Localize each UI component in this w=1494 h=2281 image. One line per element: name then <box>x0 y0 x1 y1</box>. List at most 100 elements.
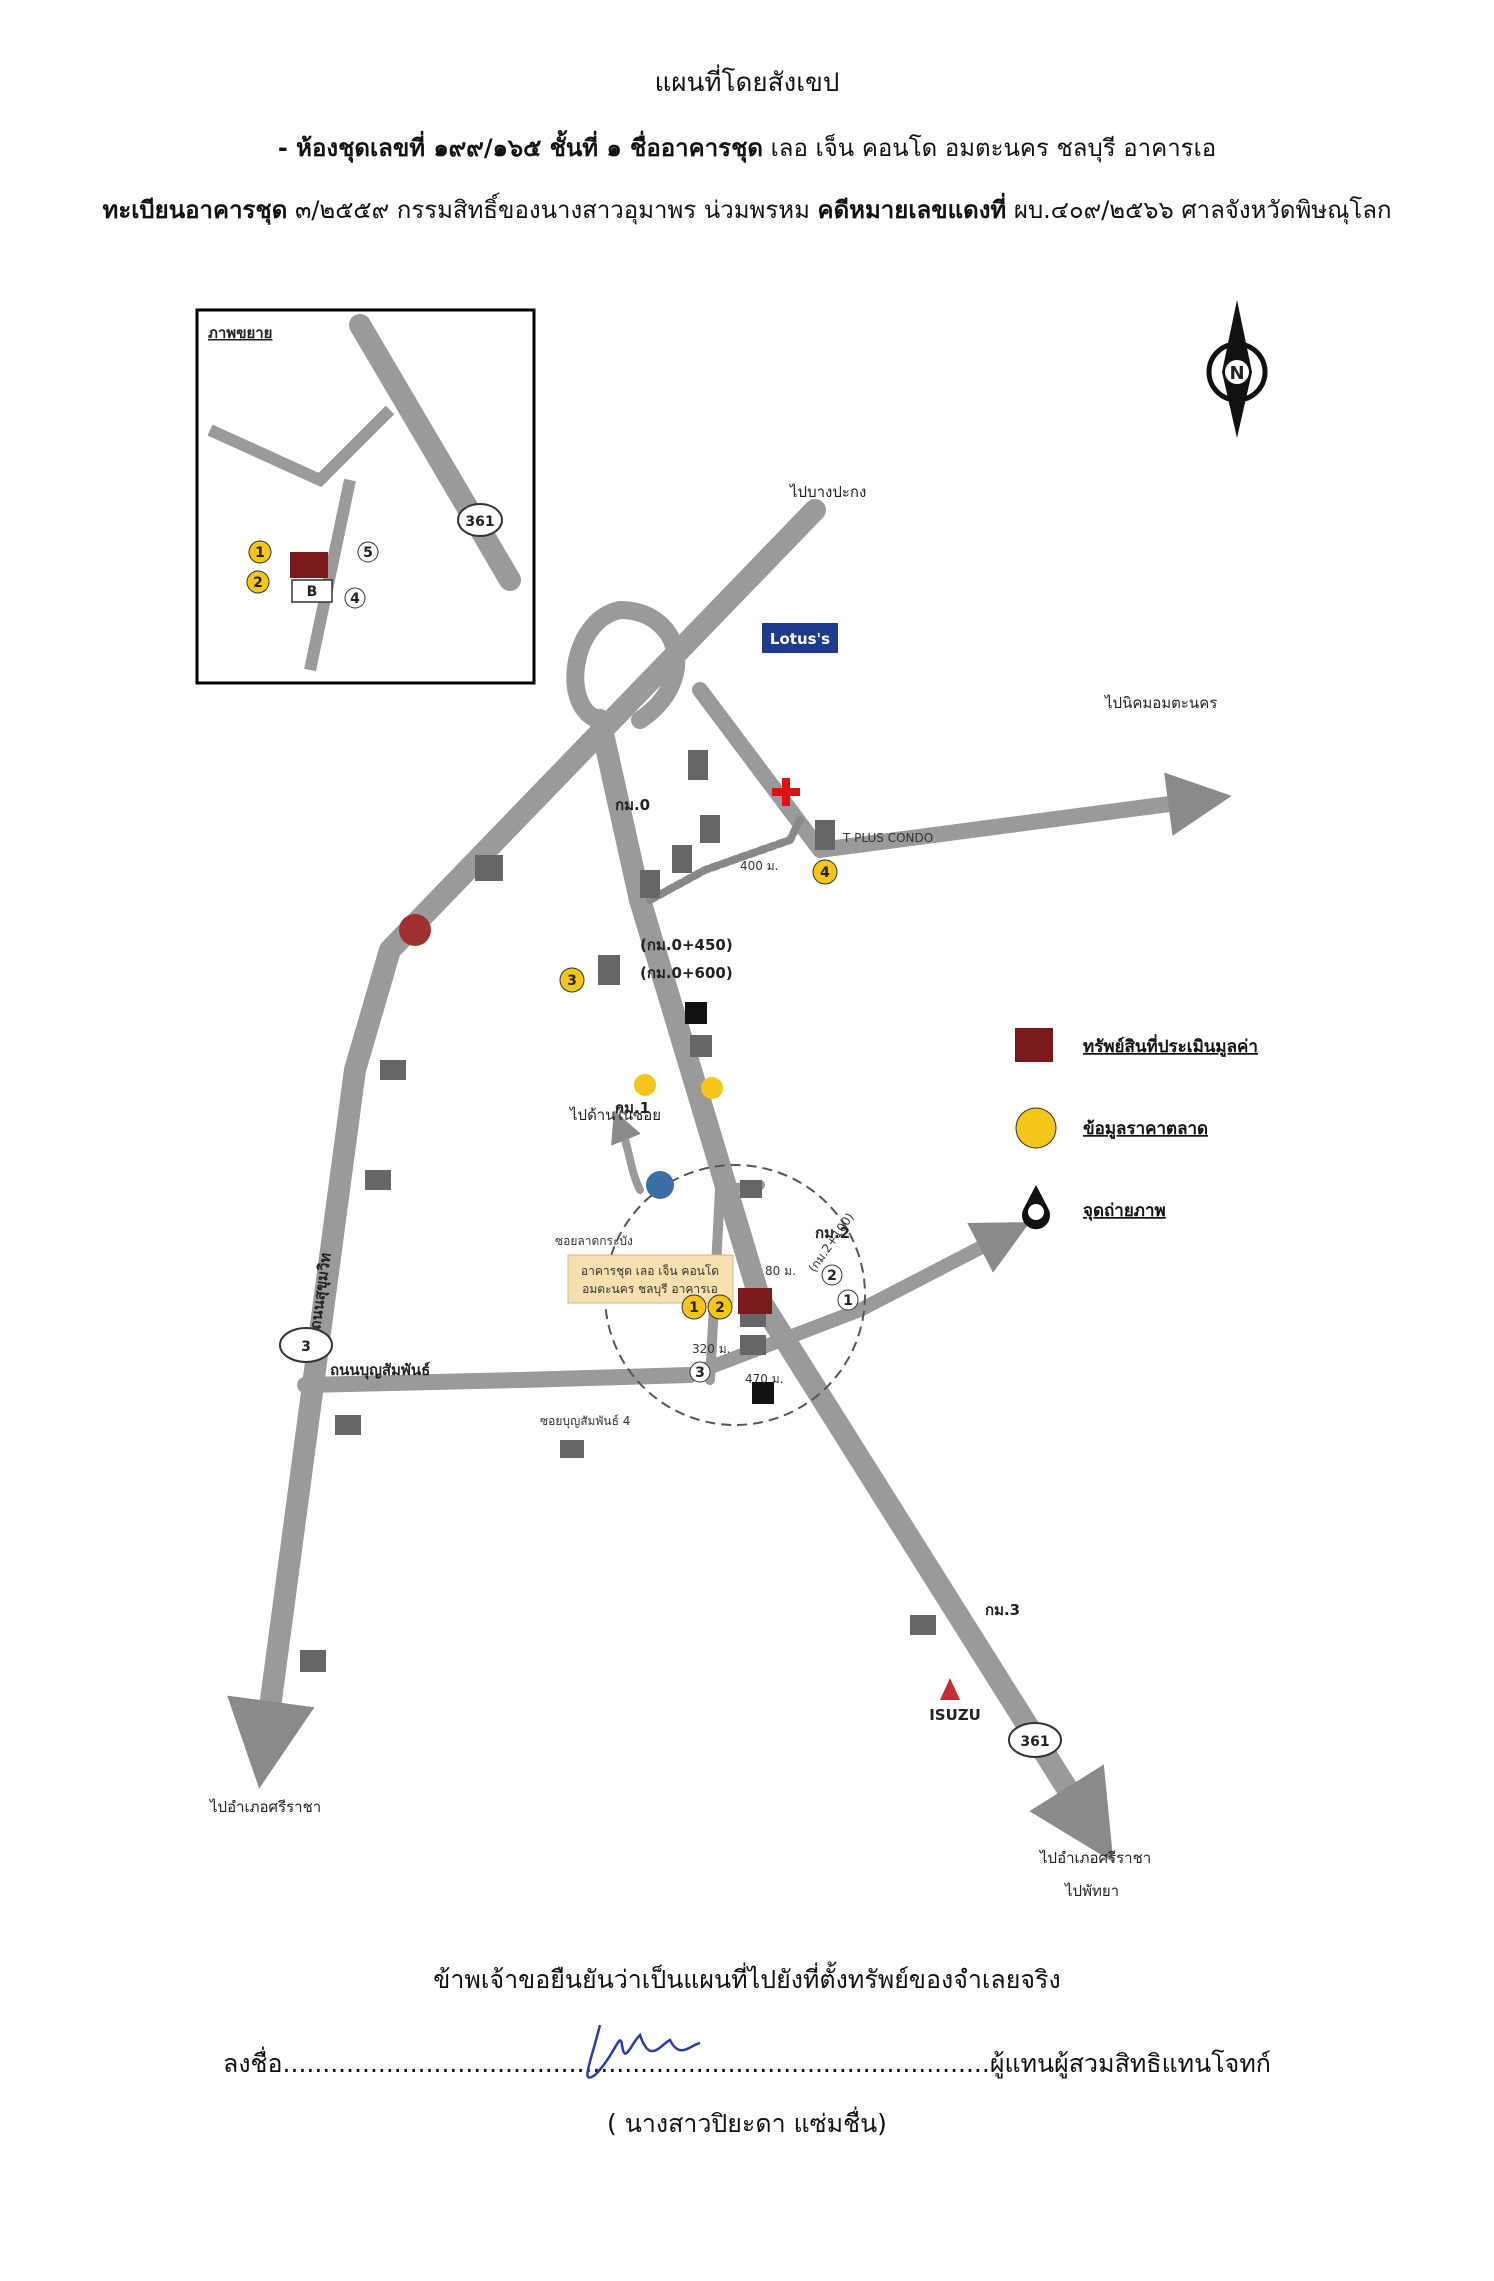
fuel-icon <box>685 1002 707 1024</box>
inset-photo-point-5 <box>357 541 379 563</box>
case-label: คดีหมายเลขแดงที่ <box>817 196 1007 224</box>
label-road-boonsamphan: ถนนบุญสัมพันธ์ <box>330 1361 430 1380</box>
inset-photo-point-4 <box>344 587 366 609</box>
signer-name: ( นางสาวปิยะดา แซ่มชื่น) <box>607 2109 887 2138</box>
inset-access-road <box>304 478 356 672</box>
legend-photo-label: จุดถ่ายภาพ <box>1083 1201 1166 1221</box>
sign-suffix: ผู้แทนผู้สวมสิทธิแทนโจทก์ <box>989 2049 1271 2078</box>
inset-soi <box>207 405 395 488</box>
signature-scribble <box>586 2024 701 2079</box>
photo-point-1 <box>837 1289 859 1311</box>
gas-station-icon <box>634 1074 656 1096</box>
case-number: ผบ.๔๐๙/๒๕๖๖ ศาลจังหวัดพิษณุโลก <box>1006 196 1392 224</box>
photo-point-2-label: 2 <box>827 1268 837 1284</box>
temple-icon <box>646 1171 674 1199</box>
legend-market-swatch <box>1015 1107 1057 1149</box>
inset-route-shield <box>457 503 503 537</box>
road-network <box>227 499 1232 1863</box>
condo-label-line-1: อาคารชุด เลอ เจ็น คอนโด <box>581 1263 719 1279</box>
inset-photo-5-label: 5 <box>363 545 373 561</box>
gas-station-icons <box>399 914 774 1404</box>
inset-highway <box>349 314 521 591</box>
building-icon <box>560 1440 584 1458</box>
inset-route-number: 361 <box>465 514 494 530</box>
legend-market-label: ข้อมูลราคาตลาด <box>1083 1119 1208 1140</box>
label-to-amata: ไปนิคมอมตะนคร <box>1104 694 1217 712</box>
photo-point-2 <box>821 1264 843 1286</box>
building-icon <box>380 1060 406 1080</box>
market-marker-1-label: 1 <box>689 1300 699 1316</box>
unit-number-label: - ห้องชุดเลขที่ ๑๙๙/๑๖๕ ชั้นที่ ๑ ชื่ออา… <box>277 134 763 162</box>
legend-property-swatch <box>1015 1028 1053 1062</box>
label-km0600: (กม.0+600) <box>640 964 733 982</box>
inset-market-marker-1 <box>248 540 272 564</box>
photo-point-3-label: 3 <box>695 1365 705 1381</box>
building-icon <box>335 1415 361 1435</box>
road-sukhumvit <box>227 499 826 1789</box>
building-icon <box>688 750 708 780</box>
building-icon <box>910 1615 936 1635</box>
label-soi-boonsamphan-4: ซอยบุญสัมพันธ์ 4 <box>540 1414 630 1429</box>
map-legend: ทรัพย์สินที่ประเมินมูลค่า ข้อมูลราคาตลาด… <box>1015 1028 1258 1230</box>
market-marker-2-label: 2 <box>715 1300 725 1316</box>
market-marker-2 <box>707 1294 733 1320</box>
label-km2: กม.2 <box>815 1224 850 1242</box>
sign-dots: ........................................… <box>282 2049 990 2078</box>
label-dist-320: 320 ม. <box>692 1342 730 1356</box>
building-icon <box>815 820 835 850</box>
road-to-amata <box>692 682 1232 858</box>
location-map: ภาพขยาย 361 B 1 2 5 4 N <box>195 300 1268 1900</box>
label-km3: กม.3 <box>985 1601 1020 1619</box>
market-marker-1 <box>681 1294 707 1320</box>
road-roundabout <box>566 601 686 729</box>
label-inner-soi: ไปด้านในซอย <box>569 1106 661 1124</box>
building-icon <box>598 955 620 985</box>
sign-prefix: ลงชื่อ <box>223 2049 283 2078</box>
inset-marker-2-label: 2 <box>253 575 263 591</box>
route-3-shield <box>279 1327 333 1363</box>
building-icon <box>690 1035 712 1057</box>
label-dist-80: 80 ม. <box>765 1264 796 1278</box>
label-km1: กม.1 <box>615 1099 650 1117</box>
registration-description: ทะเบียนอาคารชุด ๓/๒๕๕๙ กรรมสิทธิ์ของนางส… <box>0 190 1494 229</box>
lotus-label: Lotus's <box>770 630 830 648</box>
registration-label: ทะเบียนอาคารชุด <box>102 196 288 224</box>
compass-icon: N <box>1206 300 1268 438</box>
label-to-pattaya: ไปพัทยา <box>1064 1882 1119 1900</box>
hospital-icon <box>772 778 800 806</box>
market-marker-4-label: 4 <box>820 865 830 881</box>
condo-label-box <box>567 1254 734 1304</box>
label-tplus-condo: T PLUS CONDO <box>842 831 933 845</box>
market-marker-3 <box>559 967 585 993</box>
signature-line: ลงชื่อ..................................… <box>0 2044 1494 2084</box>
property-marker <box>738 1288 772 1314</box>
inset-property-marker <box>290 552 328 578</box>
building-icon <box>740 1180 762 1198</box>
label-to-sriracha-left: ไปอำเภอศรีราชา <box>209 1798 321 1816</box>
compass-letter: N <box>1229 363 1244 384</box>
road-highway-361 <box>589 709 1114 1863</box>
building-icon <box>740 1335 766 1355</box>
road-inner-soi <box>611 1110 644 1194</box>
property-description: - ห้องชุดเลขที่ ๑๙๙/๑๖๕ ชั้นที่ ๑ ชื่ออา… <box>0 128 1494 167</box>
label-km0450: (กม.0+450) <box>640 936 733 954</box>
label-dist-470: 470 ม. <box>745 1372 783 1386</box>
page-title: แผนที่โดยสังเขป <box>654 68 840 98</box>
registration-owner: ๓/๒๕๕๙ กรรมสิทธิ์ของนางสาวอุมาพร น่วมพรห… <box>287 196 818 224</box>
legend-property-label: ทรัพย์สินที่ประเมินมูลค่า <box>1083 1034 1258 1058</box>
condo-name: เลอ เจ็น คอนโด อมตะนคร ชลบุรี อาคารเอ <box>762 134 1217 162</box>
building-icon <box>365 1170 391 1190</box>
fuel-icon <box>752 1382 774 1404</box>
building-icon <box>475 855 503 881</box>
lotus-logo <box>762 623 838 653</box>
building-icons <box>300 750 936 1672</box>
building-icon <box>672 845 692 873</box>
market-marker-3-label: 3 <box>567 973 577 989</box>
label-soi: ซอยลาดกระบัง <box>555 1234 633 1248</box>
building-icon <box>700 815 720 843</box>
isuzu-icon <box>940 1678 960 1700</box>
confirmation-statement: ข้าพเจ้าขอยืนยันว่าเป็นแผนที่ไปยังที่ตั้… <box>433 1965 1061 1994</box>
building-icon <box>300 1650 326 1672</box>
label-to-bangpakong: ไปบางปะกง <box>789 483 866 501</box>
condo-label-line-2: อมตะนคร ชลบุรี อาคารเอ <box>582 1282 718 1297</box>
